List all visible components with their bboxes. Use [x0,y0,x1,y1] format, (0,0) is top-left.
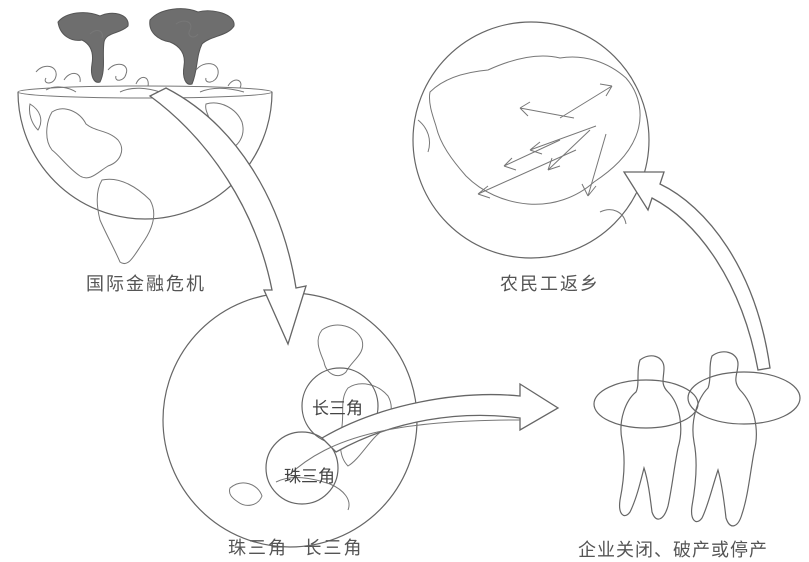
delta-coast-east [339,383,392,467]
return-coast-detail [417,119,627,225]
crisis-globe [17,8,273,264]
caption-return: 农民工返乡 [500,274,600,295]
return-globe-outline [412,21,650,259]
workers-figure [593,351,801,527]
delta-coast-southwest [229,482,263,506]
delta-coast-north [317,324,364,377]
pearl-label: 珠三角 [284,467,335,487]
caption-closure: 企业关闭、破产或停产 [578,540,768,561]
worker-left [619,355,682,520]
map-arrow-5 [581,133,607,197]
bedroll-right [687,371,801,425]
caption-deltas: 珠三角 长三角 [228,538,364,559]
continent-north-america [46,108,123,179]
smoke-plume-left [57,12,129,83]
map-arrows [477,83,613,199]
return-globe [412,21,650,259]
delta-coast-south [275,477,350,511]
caption-crisis: 国际金融危机 [86,274,206,295]
map-arrow-1 [559,83,613,119]
map-arrow-6 [477,149,577,199]
crisis-globe-outline [17,91,273,220]
worker-right [691,351,757,527]
flow-arrow-closure-to-return [622,171,771,371]
flow-arrow-inner-line [287,419,521,477]
smoke-plume-right [149,8,235,85]
map-arrow-4 [547,129,591,171]
pearl-circle [265,431,339,505]
swirl-base [45,86,245,93]
yangtze-label: 长三角 [312,399,363,419]
return-landmass [429,55,641,205]
smoke-detail [89,20,199,39]
swirl-lines [35,63,242,89]
crisis-globe-rim [17,85,273,99]
map-arrow-2 [529,125,597,155]
continent-south-america [96,178,155,264]
flow-arrow-deltas-to-closure [320,382,560,453]
map-arrow-7 [503,139,561,171]
flow-arrow-crisis-to-deltas [148,87,307,346]
map-arrow-3 [519,101,575,119]
bedroll-left [593,379,699,429]
continent-island [29,103,42,131]
